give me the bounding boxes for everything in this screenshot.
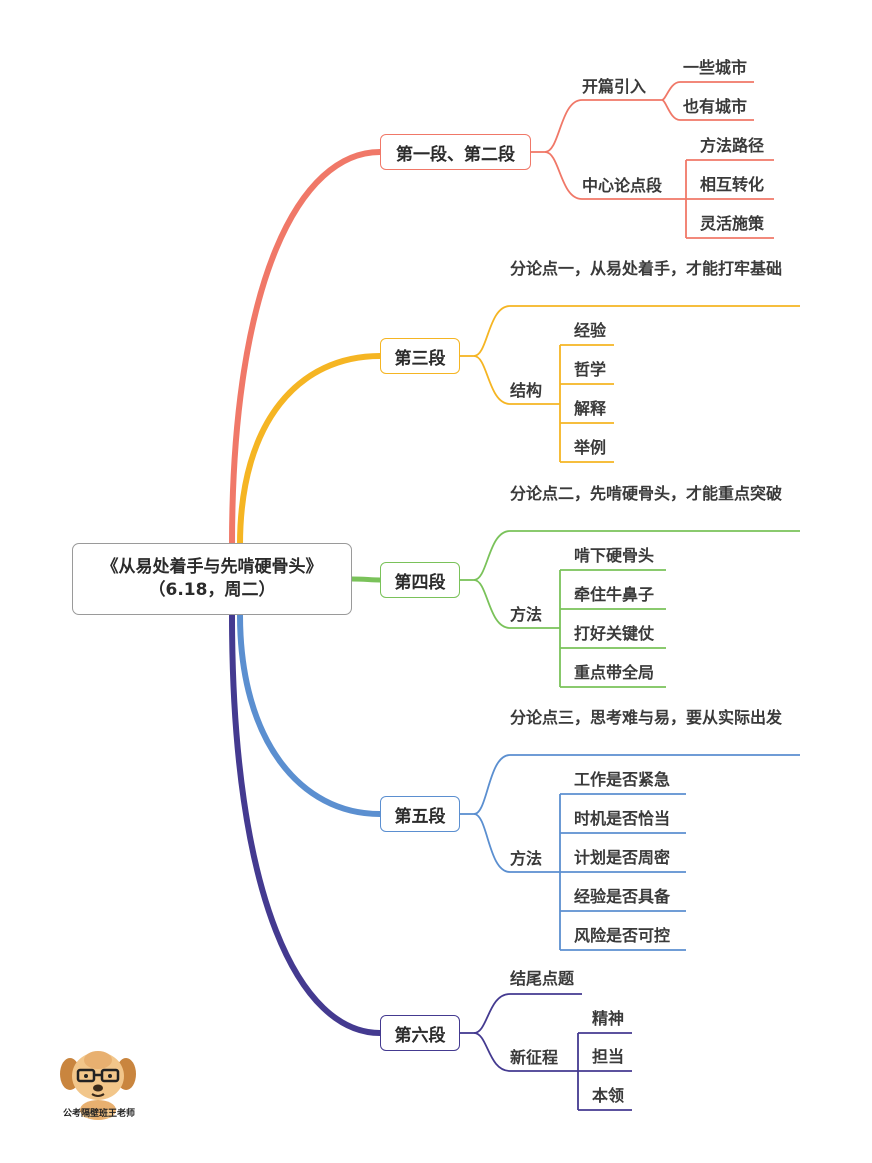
node-s4-e[interactable]: 风险是否可控 (574, 926, 671, 945)
node-s4-group[interactable]: 方法 (510, 849, 543, 868)
node-s3-d[interactable]: 重点带全局 (574, 663, 655, 682)
node-s2-b[interactable]: 哲学 (574, 360, 607, 379)
node-s5-group[interactable]: 新征程 (510, 1048, 559, 1067)
branch-4 (237, 612, 383, 817)
node-section-3[interactable]: 第四段 (380, 562, 460, 598)
node-section-4[interactable]: 第五段 (380, 796, 460, 832)
node-section-2[interactable]: 第三段 (380, 338, 460, 374)
node-s3-group[interactable]: 方法 (510, 605, 543, 624)
node-section-1[interactable]: 第一段、第二段 (380, 134, 531, 170)
dog-mascot-icon (60, 1051, 136, 1120)
node-s4-c[interactable]: 计划是否周密 (574, 848, 671, 867)
node-s2-point[interactable]: 分论点一，从易处着手，才能打牢基础 (510, 259, 783, 278)
node-s2-d[interactable]: 举例 (574, 438, 607, 457)
branch-3 (349, 576, 383, 583)
branch-2 (237, 353, 383, 548)
node-s3-c[interactable]: 打好关键仗 (574, 624, 655, 643)
node-s5-b[interactable]: 担当 (592, 1047, 625, 1066)
section-1-lines (531, 81, 774, 239)
node-s2-group[interactable]: 结构 (510, 381, 543, 400)
node-section-5[interactable]: 第六段 (380, 1015, 460, 1051)
branch-5 (229, 612, 383, 1036)
node-s1-thesis[interactable]: 中心论点段 (582, 176, 663, 195)
node-s3-a[interactable]: 啃下硬骨头 (574, 546, 655, 565)
node-s4-a[interactable]: 工作是否紧急 (574, 770, 671, 789)
node-s2-c[interactable]: 解释 (574, 399, 607, 418)
section-4-lines (460, 754, 800, 951)
root-title: 《从易处着手与先啃硬骨头》 (101, 557, 323, 577)
logo-caption: 公考隔壁班王老师 (62, 1109, 135, 1119)
node-s5-a[interactable]: 精神 (592, 1009, 625, 1028)
branch-1 (229, 149, 383, 548)
root-node[interactable]: 《从易处着手与先啃硬骨头》 （6.18，周二） (72, 543, 352, 615)
node-s1-intro-a[interactable]: 一些城市 (683, 58, 748, 77)
node-s1-thesis-b[interactable]: 相互转化 (700, 175, 765, 194)
node-s1-thesis-a[interactable]: 方法路径 (700, 136, 765, 155)
section-2-lines (460, 305, 800, 463)
node-s4-point[interactable]: 分论点三，思考难与易，要从实际出发 (510, 708, 783, 727)
node-s4-d[interactable]: 经验是否具备 (574, 887, 671, 906)
node-s5-closing[interactable]: 结尾点题 (510, 969, 575, 988)
node-s1-intro[interactable]: 开篇引入 (582, 77, 647, 96)
node-s3-b[interactable]: 牵住牛鼻子 (574, 585, 655, 604)
node-s5-c[interactable]: 本领 (592, 1086, 625, 1105)
root-subtitle: （6.18，周二） (148, 580, 276, 600)
node-s3-point[interactable]: 分论点二，先啃硬骨头，才能重点突破 (510, 484, 783, 503)
section-3-lines (460, 530, 800, 688)
node-s1-thesis-c[interactable]: 灵活施策 (700, 214, 765, 233)
node-s4-b[interactable]: 时机是否恰当 (574, 809, 671, 828)
node-s2-a[interactable]: 经验 (574, 321, 607, 340)
section-5-lines (460, 993, 632, 1111)
node-s1-intro-b[interactable]: 也有城市 (683, 97, 748, 116)
